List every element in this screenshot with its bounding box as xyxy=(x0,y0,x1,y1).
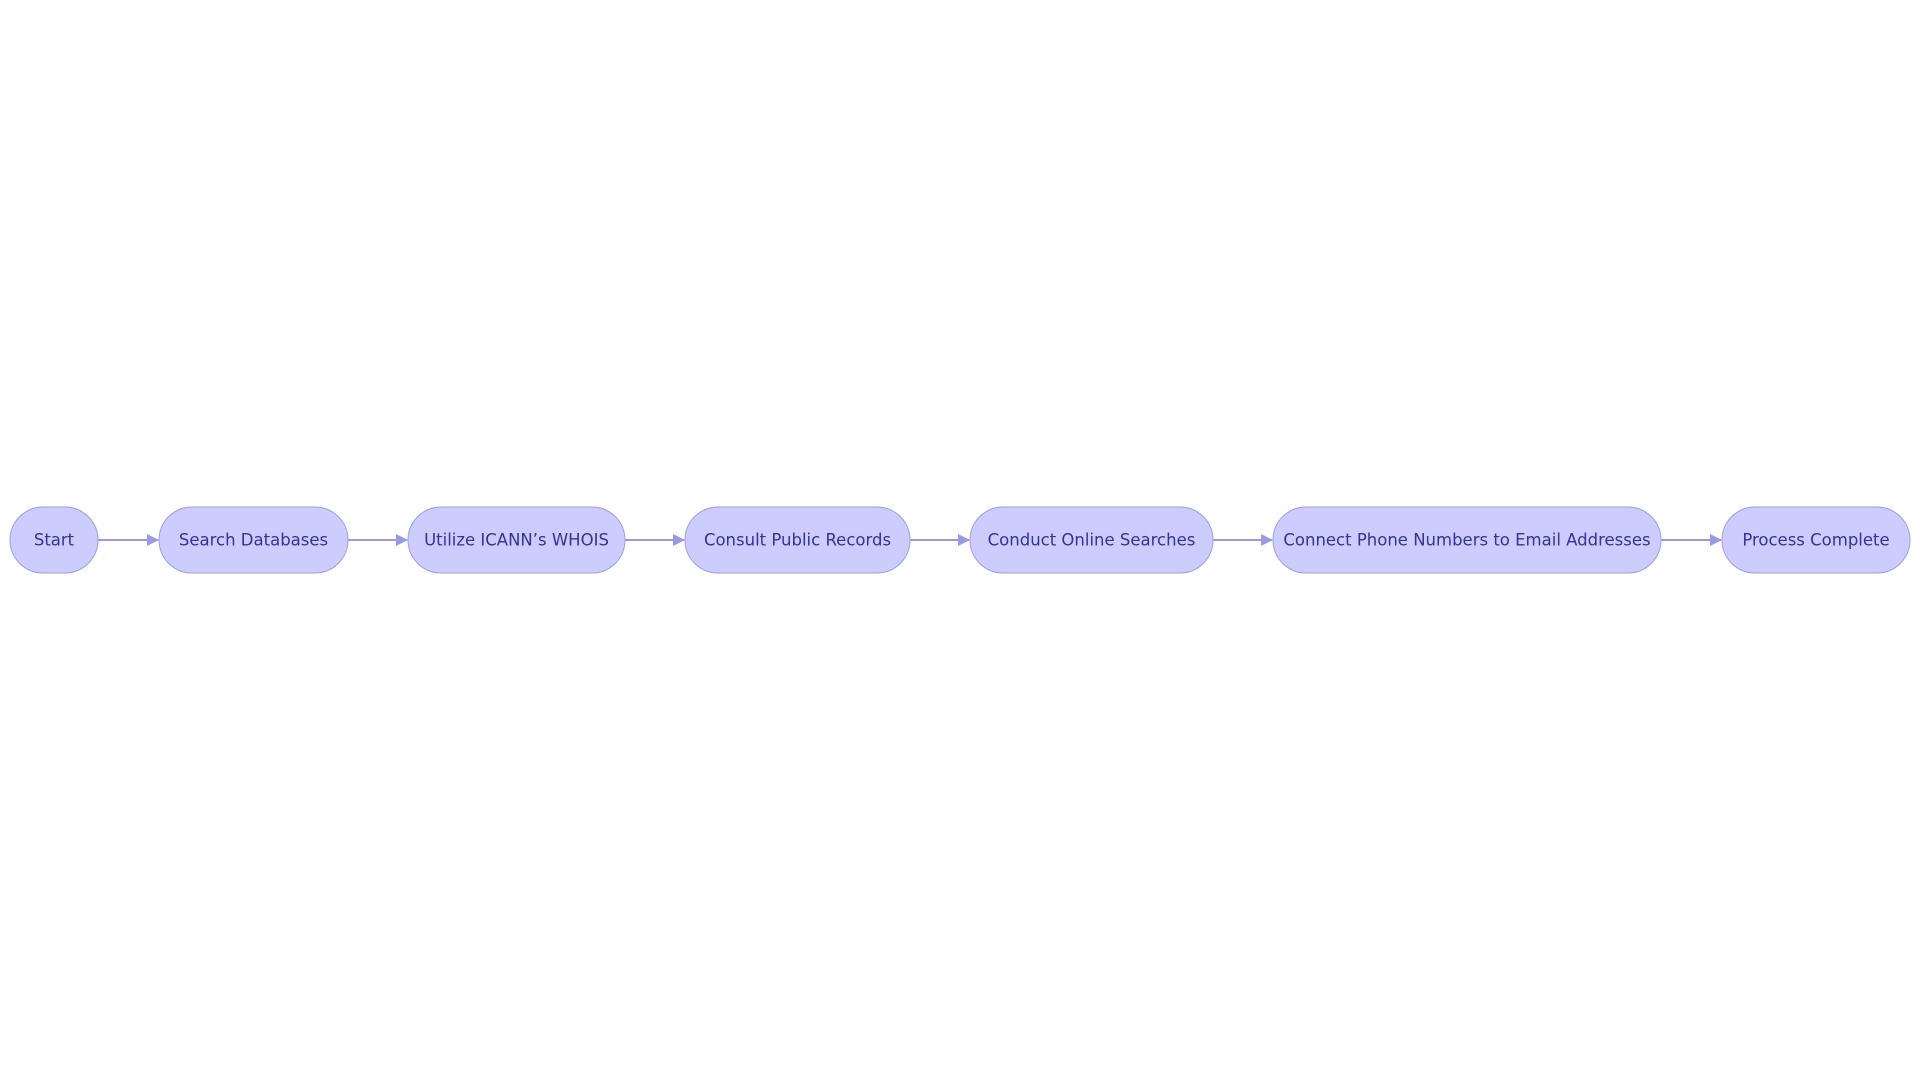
node-connect-phone-numbers-label: Connect Phone Numbers to Email Addresses xyxy=(1283,531,1650,550)
node-search-databases-label: Search Databases xyxy=(179,531,328,550)
node-conduct-online-searches-shape xyxy=(969,506,1214,574)
node-connect-phone-numbers-shape xyxy=(1272,506,1662,574)
node-process-complete: Process Complete xyxy=(1721,506,1911,574)
node-consult-public-records-label: Consult Public Records xyxy=(704,531,891,550)
node-utilize-icann-whois-label: Utilize ICANN’s WHOIS xyxy=(424,531,609,550)
node-utilize-icann-whois-shape xyxy=(407,506,626,574)
node-consult-public-records: Consult Public Records xyxy=(684,506,911,574)
node-utilize-icann-whois: Utilize ICANN’s WHOIS xyxy=(407,506,626,574)
node-search-databases-shape xyxy=(158,506,349,574)
node-conduct-online-searches: Conduct Online Searches xyxy=(969,506,1214,574)
node-consult-public-records-shape xyxy=(684,506,911,574)
node-process-complete-label: Process Complete xyxy=(1742,531,1889,550)
node-conduct-online-searches-label: Conduct Online Searches xyxy=(988,531,1196,550)
node-search-databases: Search Databases xyxy=(158,506,349,574)
node-start-label: Start xyxy=(34,531,75,550)
node-start: Start xyxy=(9,506,99,574)
nodes-group: Start Search Databases Utilize ICANN’s W… xyxy=(9,506,1911,574)
node-start-shape xyxy=(9,506,99,574)
node-process-complete-shape xyxy=(1721,506,1911,574)
node-connect-phone-numbers: Connect Phone Numbers to Email Addresses xyxy=(1272,506,1662,574)
